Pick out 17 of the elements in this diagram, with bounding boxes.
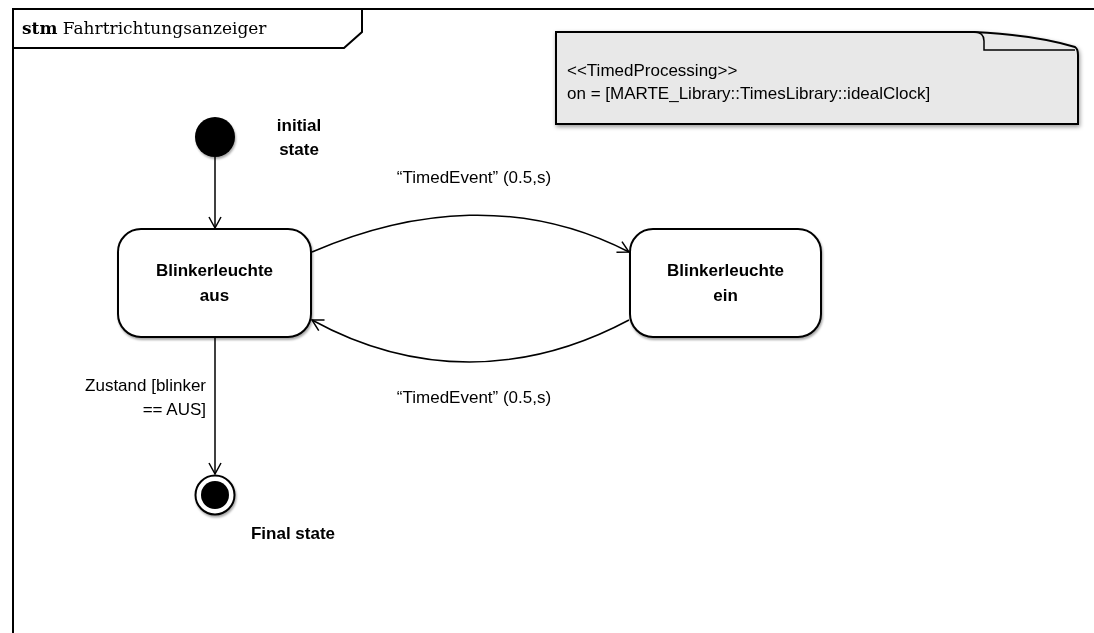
note-text: <<TimedProcessing>>: [567, 60, 739, 82]
transition-arrow: [311, 318, 630, 363]
diagram-frame: [12, 8, 1094, 633]
note-text: on = [MARTE_Library::TimesLibrary::idealClock]: [567, 83, 931, 105]
transition-arrow: [311, 214, 630, 254]
state-box: [117, 228, 312, 338]
initial-state-circle: [195, 117, 235, 157]
transition-arrow: [208, 337, 222, 475]
state-box: [629, 228, 822, 338]
state-name: Blinkerleuchte ein: [665, 260, 786, 307]
state-name: Blinkerleuchte aus: [154, 260, 275, 307]
state-caption: initial state: [275, 115, 323, 161]
state-caption: Final state: [249, 523, 337, 545]
frame-heading: stm Fahrtrichtungsanzeiger: [22, 17, 267, 40]
final-state-circle: [194, 474, 236, 516]
note: [555, 31, 1079, 125]
transition-arrow: [208, 156, 222, 229]
